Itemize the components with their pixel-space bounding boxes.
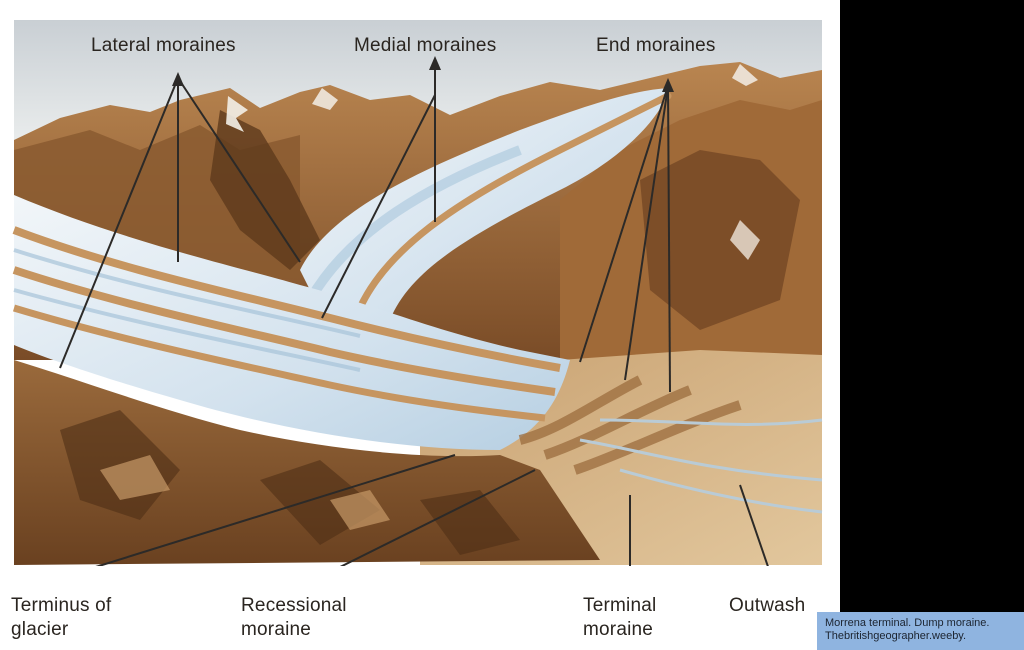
leader-terminus	[69, 454, 456, 576]
glacier-main-tongue	[14, 195, 570, 450]
leader-lateral-3	[177, 77, 301, 263]
label-terminal-moraine: Terminal moraine	[583, 594, 656, 642]
foreground-shadows	[60, 410, 520, 555]
leader-recessional	[309, 469, 536, 583]
ice-shadow-lines	[13, 248, 361, 372]
arrow-lateral	[172, 72, 184, 86]
medial-band-upper	[351, 92, 672, 324]
upper-branch-shadow	[305, 145, 522, 303]
leader-medial-1	[321, 94, 436, 319]
leader-lateral-1	[59, 77, 179, 369]
leader-lines	[59, 60, 777, 591]
leader-end-3	[667, 85, 671, 393]
label-end-moraines: End moraines	[596, 35, 716, 56]
moraine-band-3	[12, 304, 546, 422]
label-terminal-line1: Terminal	[583, 595, 657, 616]
glacier-upper-branch	[300, 88, 670, 330]
outwash-streams	[579, 418, 823, 514]
label-terminal-line2: moraine	[583, 619, 654, 640]
ridge-snow-b	[312, 88, 338, 110]
caption-box: Morrena terminal. Dump moraine. Thebriti…	[817, 612, 1024, 650]
leader-end-2	[624, 85, 669, 381]
label-terminus-of-glacier: Terminus of glacier	[11, 594, 111, 642]
right-mountain-snow	[730, 220, 760, 260]
ridge-snow-c	[732, 64, 758, 86]
label-terminus-line2: glacier	[11, 619, 69, 640]
label-recessional-line2: moraine	[241, 619, 312, 640]
label-recessional-line1: Recessional	[241, 595, 347, 616]
leader-arrowheads	[172, 56, 674, 92]
glacier-illustration	[0, 20, 840, 650]
label-band	[0, 566, 840, 650]
arrow-end	[662, 78, 674, 92]
ridge-snow-a	[226, 96, 248, 132]
caption-line2: Thebritishgeographer.weeby.	[825, 630, 967, 642]
label-outwash: Outwash	[729, 595, 806, 616]
moraine-diagram: Lateral moraines Medial moraines End mor…	[0, 0, 840, 650]
label-lateral-moraines: Lateral moraines	[91, 35, 236, 56]
leader-end-1	[579, 85, 669, 363]
label-terminus-line1: Terminus of	[11, 595, 112, 616]
ridge-shadow-center	[210, 110, 320, 270]
moraine-band-2	[12, 266, 556, 396]
label-medial-moraines: Medial moraines	[354, 35, 497, 56]
caption-line1: Morrena terminal. Dump moraine.	[825, 617, 990, 629]
right-mountain-shadow	[640, 150, 800, 330]
recessional-ridges	[518, 375, 742, 475]
arrow-medial	[429, 56, 441, 70]
label-recessional-moraine: Recessional moraine	[241, 594, 347, 642]
foreground-highlights	[100, 455, 390, 530]
